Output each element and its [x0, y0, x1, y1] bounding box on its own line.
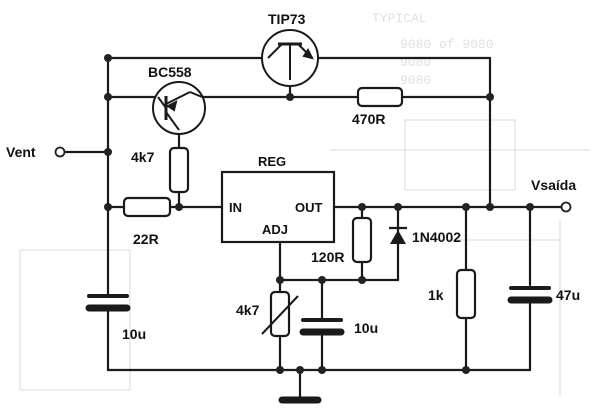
bg-line-1: 9080 of 9080: [400, 37, 494, 52]
label-c-input: 10u: [122, 326, 146, 342]
label-pot-4k7: 4k7: [236, 302, 260, 318]
label-c-output: 47u: [556, 287, 580, 303]
regulator-ic: [220, 170, 336, 244]
bc558-transistor: [152, 81, 206, 135]
label-c-adj: 10u: [354, 320, 378, 336]
background-datasheet: TYPICAL 9080 of 9080 9080 9080: [19, 11, 590, 395]
bg-typical-text: TYPICAL: [372, 11, 427, 26]
resistor-470r: [356, 86, 404, 108]
label-reg: REG: [258, 154, 286, 169]
input-terminal: [54, 146, 66, 158]
diode-1n4002: [389, 226, 407, 244]
label-diode: 1N4002: [412, 229, 461, 245]
label-bc558: BC558: [148, 64, 192, 80]
resistor-1k: [455, 268, 477, 320]
label-r-4k7: 4k7: [131, 149, 155, 165]
junction-dots: [104, 54, 534, 374]
label-r-22r: 22R: [133, 231, 159, 247]
resistor-4k7-base: [168, 146, 190, 194]
tip73-transistor: [261, 29, 319, 87]
bg-line-3: 9080: [400, 73, 431, 88]
label-reg-in: IN: [229, 200, 242, 215]
capacitor-adj-10u: [299, 318, 345, 336]
label-r-120r: 120R: [311, 249, 344, 265]
label-vent: Vent: [6, 144, 36, 160]
label-vsaida: Vsaída: [531, 177, 576, 193]
output-terminal: [560, 201, 572, 213]
label-reg-out: OUT: [295, 200, 323, 215]
label-r-470r: 470R: [352, 111, 385, 127]
label-r-1k: 1k: [428, 287, 444, 303]
resistor-120r: [351, 216, 373, 264]
capacitor-output-47u: [507, 286, 553, 304]
label-tip73: TIP73: [268, 11, 306, 27]
capacitor-input-10u: [85, 294, 131, 312]
potentiometer-4k7: [261, 290, 299, 338]
resistor-22r: [122, 196, 172, 218]
label-reg-adj: ADJ: [262, 222, 288, 237]
